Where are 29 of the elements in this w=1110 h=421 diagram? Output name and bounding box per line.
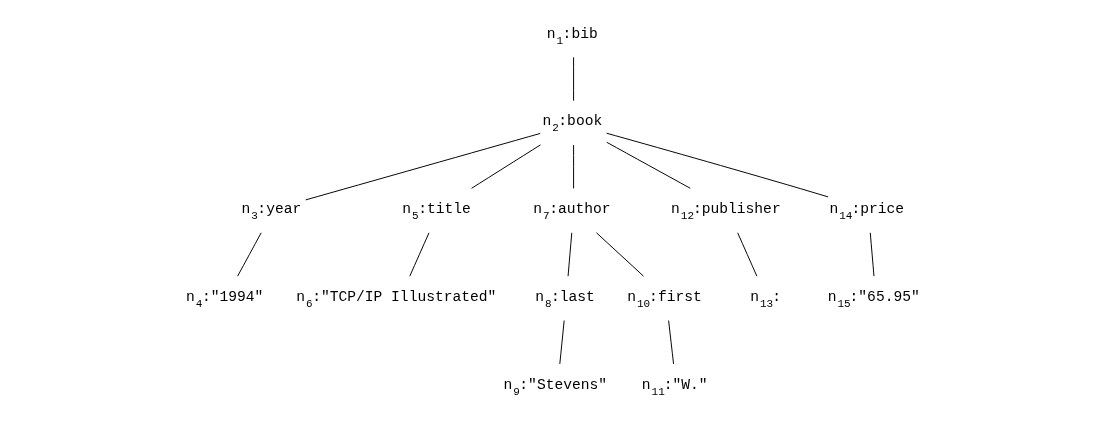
connector — [869, 232, 875, 277]
connector — [606, 132, 829, 198]
node-text: n$_{2}$:book — [542, 113, 603, 135]
connector — [573, 56, 575, 102]
node-text: n$_{11}$:"W." — [641, 376, 708, 398]
connector — [606, 141, 691, 189]
node-text: n$_{12}$:publisher — [671, 201, 781, 223]
connector — [596, 232, 645, 277]
node-text: n$_{15}$:"65.95" — [827, 288, 920, 310]
node-text: n$_{8}$:last — [535, 288, 595, 310]
node-text: n$_{6}$:"TCP/IP Illustrated" — [296, 288, 497, 310]
connector — [559, 320, 565, 365]
node-text: n$_{10}$:first — [627, 288, 702, 310]
connector — [573, 144, 575, 189]
node-text: n$_{3}$:year — [241, 201, 302, 223]
node-text: n$_{5}$:title — [402, 201, 471, 223]
connector — [409, 232, 430, 277]
connector — [737, 232, 758, 277]
node-text: n$_{14}$:price — [829, 201, 905, 223]
connector — [471, 144, 541, 189]
connector — [237, 232, 262, 277]
node-text: n$_{13}$: — [750, 288, 781, 310]
node-text: n$_{4}$:"1994" — [186, 288, 264, 310]
node-text: n$_{1}$:bib — [546, 25, 598, 47]
node-text: n$_{7}$:author — [533, 201, 611, 223]
connector — [567, 232, 573, 277]
connector — [668, 320, 675, 365]
connector — [305, 132, 541, 201]
node-text: n$_{9}$:"Stevens" — [503, 376, 608, 398]
